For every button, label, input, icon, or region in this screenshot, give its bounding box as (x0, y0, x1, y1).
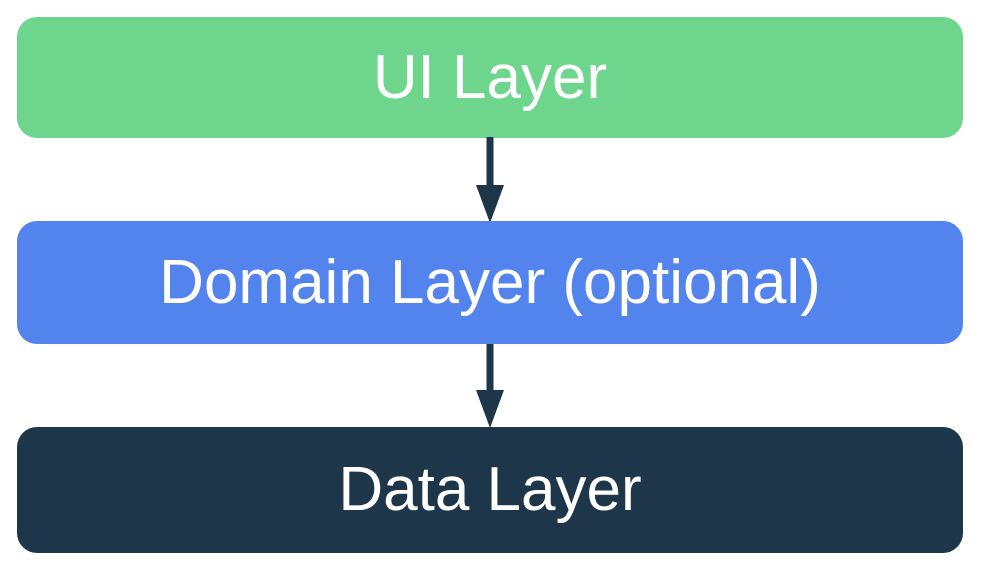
data-layer-box: Data Layer (17, 427, 963, 553)
arrow-shaft (486, 137, 494, 189)
arrow-head (476, 185, 504, 223)
data-layer-label: Data Layer (338, 455, 642, 524)
ui-layer-label: UI Layer (372, 42, 608, 112)
arrow-shaft (486, 344, 494, 394)
down-arrow-domain-to-data-icon (476, 344, 504, 428)
domain-layer-box: Domain Layer (optional) (17, 221, 963, 344)
ui-layer-box: UI Layer (17, 17, 963, 138)
down-arrow-ui-to-domain-icon (476, 137, 504, 223)
domain-layer-label: Domain Layer (optional) (159, 247, 821, 317)
arrow-head (476, 390, 504, 428)
